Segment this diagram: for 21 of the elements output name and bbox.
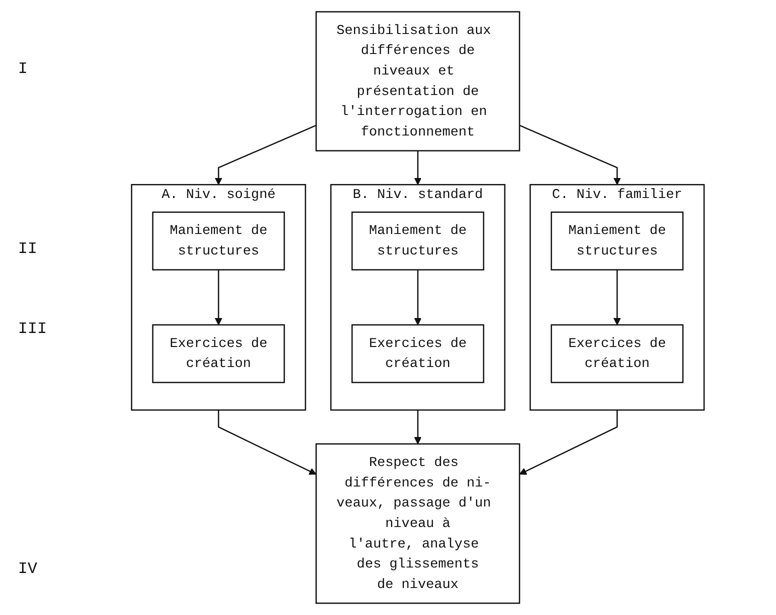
node-box: Exercices de création: [352, 324, 484, 384]
node-box: Exercices de création: [152, 324, 286, 384]
node-box: Maniement de structures: [152, 212, 286, 270]
arrow: [214, 124, 317, 185]
node-box: Sensibilisation aux différences de niveaux et présentation de l'interrogation en fonctionnement: [316, 11, 520, 152]
arrow: [414, 410, 422, 444]
arrow: [214, 270, 222, 326]
level-numeral: I: [18, 60, 28, 78]
level-numeral: II: [18, 240, 38, 258]
node-box: Maniement de structures: [550, 212, 684, 270]
level-numeral: III: [18, 320, 47, 338]
arrow: [414, 270, 422, 326]
node-box: Maniement de structures: [352, 212, 484, 270]
arrow: [614, 270, 622, 326]
node-box: Respect des différences de ni- veaux, passage d'un niveau à l'autre, analyse des glissements de niveaux: [316, 443, 520, 604]
arrow: [218, 410, 317, 475]
arrow: [519, 410, 618, 475]
level-numeral: IV: [18, 560, 38, 578]
arrow: [414, 150, 422, 185]
node-box: Exercices de création: [550, 324, 684, 384]
arrow: [519, 124, 622, 185]
